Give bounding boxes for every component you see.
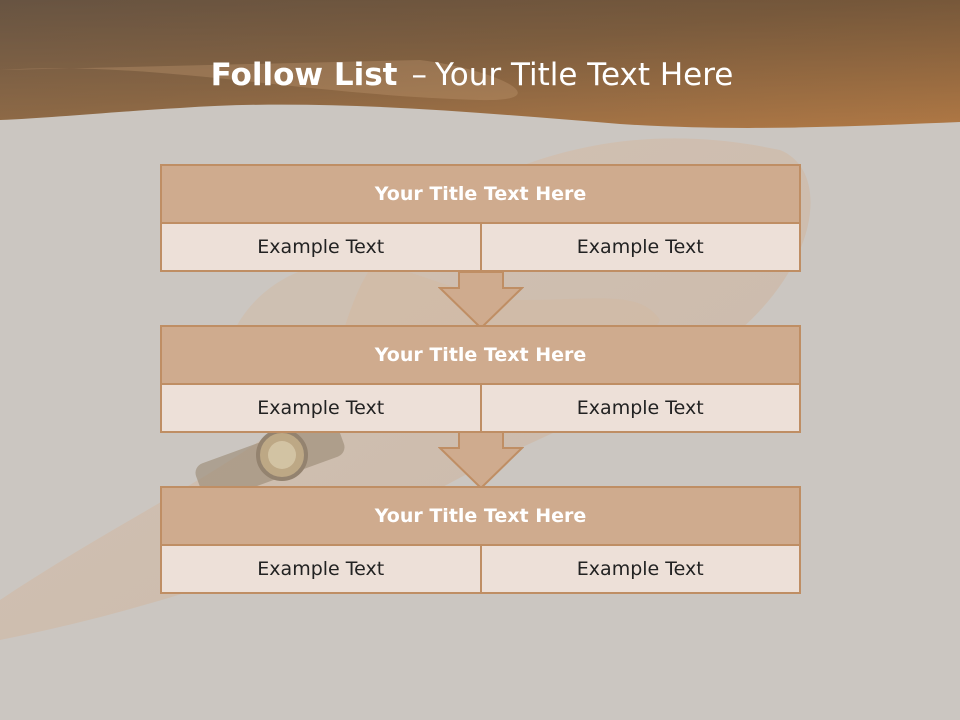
down-arrow-1 <box>438 271 524 329</box>
block-title: Your Title Text Here <box>162 488 799 546</box>
list-block-3: Your Title Text Here Example Text Exampl… <box>160 486 801 594</box>
list-block-2: Your Title Text Here Example Text Exampl… <box>160 325 801 433</box>
block-cell-left: Example Text <box>257 558 385 580</box>
list-block-1: Your Title Text Here Example Text Exampl… <box>160 164 801 272</box>
block-cell-right: Example Text <box>479 546 800 592</box>
block-cell-right: Example Text <box>479 224 800 270</box>
slide-title-separator: – <box>411 57 427 93</box>
block-title: Your Title Text Here <box>162 166 799 224</box>
block-cell-left: Example Text <box>257 236 385 258</box>
slide-title: Follow List–Your Title Text Here <box>0 52 944 98</box>
block-cell-right: Example Text <box>479 385 800 431</box>
slide-title-bold: Follow List <box>210 57 398 93</box>
block-row: Example Text Example Text <box>162 546 799 592</box>
block-row: Example Text Example Text <box>162 385 799 431</box>
block-title: Your Title Text Here <box>162 327 799 385</box>
block-cell-left: Example Text <box>257 397 385 419</box>
block-row: Example Text Example Text <box>162 224 799 270</box>
slide-title-rest: Your Title Text Here <box>434 57 734 93</box>
down-arrow-2 <box>438 431 524 489</box>
header-band <box>0 0 960 128</box>
